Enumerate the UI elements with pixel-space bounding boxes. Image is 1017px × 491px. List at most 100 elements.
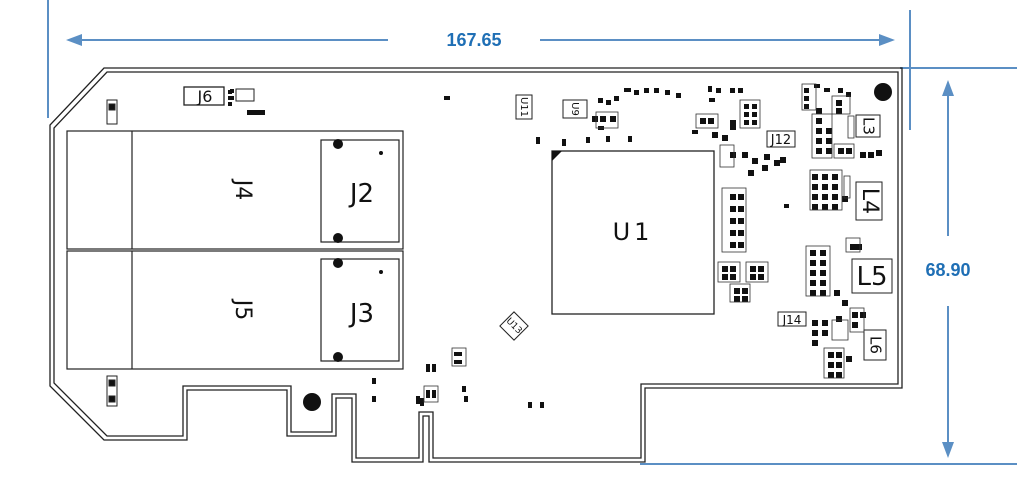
component-outline xyxy=(739,99,761,129)
smd-pad xyxy=(810,280,816,286)
smd-pad xyxy=(868,152,874,158)
smd-pad xyxy=(764,154,770,160)
component-outline xyxy=(823,347,845,379)
width-label: 167.65 xyxy=(446,30,501,50)
smd-pad xyxy=(540,402,544,408)
smd-pad xyxy=(812,184,818,190)
smd-pad xyxy=(624,88,631,92)
label-l6: L6 xyxy=(867,336,885,354)
smd-pad xyxy=(814,84,820,88)
smd-pad xyxy=(644,88,649,93)
smd-pad xyxy=(432,364,436,372)
smd-pad xyxy=(744,104,749,109)
smd-pad xyxy=(738,218,744,224)
smd-pad xyxy=(730,230,736,236)
label-j4: J4 xyxy=(230,178,255,201)
label-j14: J14 xyxy=(782,313,802,327)
smd-pad xyxy=(676,93,681,98)
smd-pad xyxy=(734,288,740,294)
smd-pad xyxy=(744,112,749,117)
smd-pad xyxy=(730,218,736,224)
smd-pad xyxy=(816,138,822,144)
mounting-hole xyxy=(303,393,321,411)
mounting-hole xyxy=(874,83,892,101)
smd-pad xyxy=(826,128,832,134)
smd-pad xyxy=(820,250,826,256)
smd-pad xyxy=(860,312,866,318)
smd-pad xyxy=(838,88,843,93)
smd-pad xyxy=(708,118,714,124)
smd-pad xyxy=(592,116,598,122)
smd-pad xyxy=(816,108,822,114)
edge-parts xyxy=(106,99,118,407)
smd-pad xyxy=(812,320,818,326)
smd-pad xyxy=(812,204,818,210)
component-outline xyxy=(801,83,817,111)
smd-pad xyxy=(372,396,376,402)
smd-pad xyxy=(738,242,744,248)
board-outline xyxy=(49,67,903,463)
smd-pad xyxy=(832,194,838,200)
smd-pad xyxy=(730,194,736,200)
component-outline xyxy=(721,187,747,253)
smd-pad xyxy=(228,90,232,94)
label-j2: J2 xyxy=(348,179,374,209)
smd-pad xyxy=(812,174,818,180)
smd-pad xyxy=(634,90,639,95)
smd-pad xyxy=(734,296,740,302)
label-u1: U1 xyxy=(613,218,654,246)
connector-j3 xyxy=(320,258,400,362)
smd-pad xyxy=(562,139,566,146)
smd-pad xyxy=(822,194,828,200)
smd-pad xyxy=(820,290,826,296)
label-j6: J6 xyxy=(197,87,213,106)
smd-pad xyxy=(836,362,842,368)
smd-pad xyxy=(730,206,736,212)
smd-pad xyxy=(820,280,826,286)
smd-pad xyxy=(750,266,756,272)
component-outline xyxy=(849,307,865,333)
smd-pad xyxy=(722,135,728,141)
smd-pad xyxy=(665,90,670,95)
smd-pad xyxy=(810,260,816,266)
smd-pad xyxy=(730,88,735,93)
smd-pad xyxy=(832,204,838,210)
smd-pad xyxy=(598,98,603,103)
smd-pad xyxy=(730,266,736,272)
label-l5: L5 xyxy=(856,262,887,292)
smd-pad xyxy=(730,242,736,248)
connector-j14 xyxy=(777,311,807,327)
connector-j4 xyxy=(66,130,404,250)
smd-pad xyxy=(738,206,744,212)
smd-pad xyxy=(850,244,856,250)
smd-pad xyxy=(606,100,611,105)
smd-pad xyxy=(762,165,768,171)
smd-pad xyxy=(836,372,842,378)
smd-pad xyxy=(836,100,842,106)
smd-pad xyxy=(812,340,818,346)
label-l4: L4 xyxy=(857,188,882,214)
component-outline xyxy=(719,144,735,168)
smd-pad xyxy=(744,120,749,125)
smd-pad xyxy=(846,356,852,362)
smd-pad xyxy=(730,274,736,280)
smd-pad xyxy=(812,194,818,200)
smd-pad xyxy=(432,390,436,398)
smd-pad xyxy=(828,372,834,378)
component-outline xyxy=(805,245,831,297)
smd-pad xyxy=(228,102,232,106)
smd-pad xyxy=(834,290,840,296)
component-outline xyxy=(451,347,467,367)
inductor-l3 xyxy=(855,114,881,138)
smd-pad xyxy=(372,378,376,384)
component-outline xyxy=(423,385,439,403)
smd-pad xyxy=(730,120,736,130)
smd-pad xyxy=(752,112,757,117)
smd-pad xyxy=(750,274,756,280)
chip-u1 xyxy=(551,150,715,315)
component-outline xyxy=(695,113,719,129)
smd-pad xyxy=(836,352,842,358)
component-outline xyxy=(847,115,855,139)
smd-pad xyxy=(606,136,610,142)
